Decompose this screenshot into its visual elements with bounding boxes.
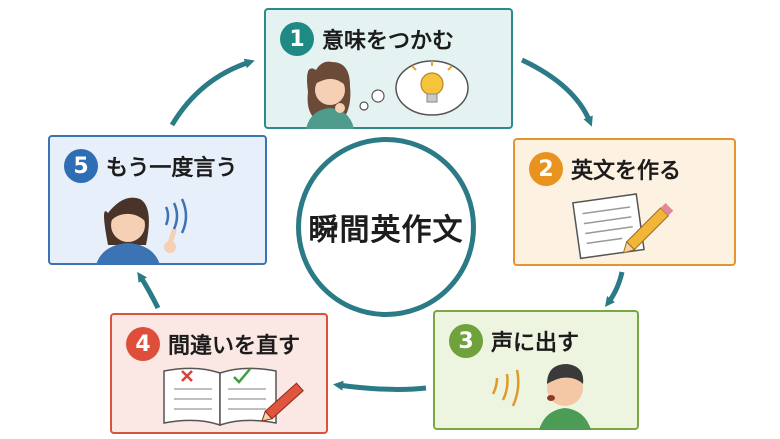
arrow-2-to-3 bbox=[604, 271, 625, 307]
center-circle: 瞬間英作文 bbox=[296, 137, 476, 317]
center-label: 瞬間英作文 bbox=[308, 213, 464, 248]
arrow-4-to-5 bbox=[137, 271, 161, 310]
step-2-badge: 2 bbox=[529, 152, 563, 186]
step-1-card: 1 意味をつかむ bbox=[264, 8, 513, 129]
step-1-label: 意味をつかむ bbox=[322, 29, 455, 54]
notebook-icon bbox=[163, 367, 304, 427]
paper-pencil-icon bbox=[572, 193, 674, 260]
step-4-card: 4 間違いを直す bbox=[110, 313, 328, 434]
step-5-badge: 5 bbox=[64, 149, 98, 183]
step-5-card: 5 もう一度言う bbox=[48, 135, 267, 265]
arrow-1-to-2 bbox=[520, 57, 593, 127]
step-1-badge: 1 bbox=[280, 22, 314, 56]
step-3-label: 声に出す bbox=[491, 331, 580, 356]
arrow-3-to-4 bbox=[333, 380, 427, 392]
thinking-person-icon bbox=[306, 60, 469, 129]
step-4-label: 間違いを直す bbox=[168, 334, 301, 359]
step-3-card: 3 声に出す bbox=[433, 310, 639, 430]
arrow-5-to-1 bbox=[169, 58, 255, 127]
speaking-boy-icon bbox=[491, 364, 591, 430]
step-5-label: もう一度言う bbox=[106, 156, 238, 181]
step-2-card: 2 英文を作る bbox=[513, 138, 736, 266]
speaking-woman-icon bbox=[96, 197, 188, 265]
step-4-badge: 4 bbox=[126, 327, 160, 361]
lightbulb-icon bbox=[395, 60, 469, 116]
step-2-label: 英文を作る bbox=[571, 159, 682, 184]
step-3-badge: 3 bbox=[449, 324, 483, 358]
